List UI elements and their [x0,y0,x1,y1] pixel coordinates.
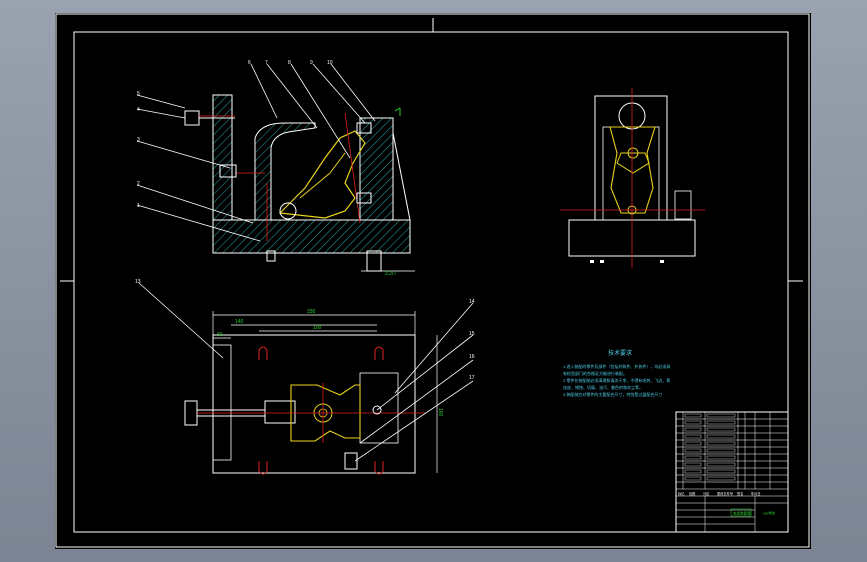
dimension-span-a: 140 [235,319,244,325]
side-view [560,88,705,268]
tech-requirements: 技术要求 1.进入装配的零件及部件（包括外购件、外协件），均必须具 有检验部门的… [563,349,670,397]
dimension-overall-length: 330 [307,309,316,315]
drawing-name: 夹具装配图 [733,511,751,516]
part-number-1: 1 [137,203,140,209]
title-block-header-row: 标记 处数 分区 更改文件号 签名 年月日 [678,491,761,496]
tech-requirement-line-3: 2.零件在装配前必须清理和清洗干净，不得有毛刺、飞边、氧 [563,377,670,383]
tech-requirements-title: 技术要求 [608,349,632,357]
part-number-16: 16 [469,354,475,360]
drawing-sheet: 5 4 3 2 1 6 7 8 9 10 3.2/√ [55,13,811,549]
part-number-7: 7 [265,60,268,66]
dimension-offset: 60 [217,332,223,338]
plan-dimension-lines [212,311,438,473]
tech-requirement-line-4: 化皮、锈蚀、切屑、油污、着色剂和灰尘等。 [563,384,643,390]
header-cell-mark: 标记 [678,491,685,496]
plan-dimension-labels: 330 140 100 60 160 [217,309,443,417]
part-number-3: 3 [137,137,140,143]
leaders-front [136,63,376,242]
dimension-height-right: 160 [437,408,443,417]
inner-frame [73,31,789,533]
part-number-5: 5 [137,91,140,97]
part-number-8: 8 [288,60,291,66]
part-number-13: 13 [135,279,141,285]
part-numbers-plan: 13 14 15 16 17 [135,279,475,381]
outer-frame [55,13,810,548]
plan-view [184,334,425,475]
school-name: xxx学院 [763,511,775,516]
part-number-4: 4 [137,107,140,113]
drawing-canvas: 5 4 3 2 1 6 7 8 9 10 3.2/√ [55,13,810,548]
header-cell-count: 处数 [689,491,696,496]
part-number-10: 10 [327,60,333,66]
part-numbers-front: 5 4 3 2 1 6 7 8 9 10 [137,60,333,209]
part-number-6: 6 [248,60,251,66]
header-cell-date: 年月日 [751,491,761,496]
tech-requirement-line-1: 1.进入装配的零件及部件（包括外购件、外协件），均必须具 [563,363,670,369]
part-number-15: 15 [469,331,475,337]
tech-requirement-line-5: 3.装配前应对零件的主要配合尺寸，特别是过盈配合尺寸 [563,391,662,397]
surface-finish-note: 3.2/√ [385,270,396,277]
header-cell-change-doc: 更改文件号 [717,491,733,496]
part-number-2: 2 [137,181,140,187]
part-number-17: 17 [469,375,475,381]
front-section-view [184,94,411,272]
tech-requirement-line-2: 有检验部门的合格证方能进行装配。 [563,370,627,376]
header-cell-signature: 签名 [737,491,743,496]
title-block: 标记 处数 分区 更改文件号 签名 年月日 夹具装配图 xxx学院 [675,411,789,533]
part-number-14: 14 [469,299,475,305]
part-number-9: 9 [310,60,313,66]
leaders-plan [138,282,474,462]
dimension-span-b: 100 [313,325,322,331]
header-cell-zone: 分区 [703,491,710,496]
